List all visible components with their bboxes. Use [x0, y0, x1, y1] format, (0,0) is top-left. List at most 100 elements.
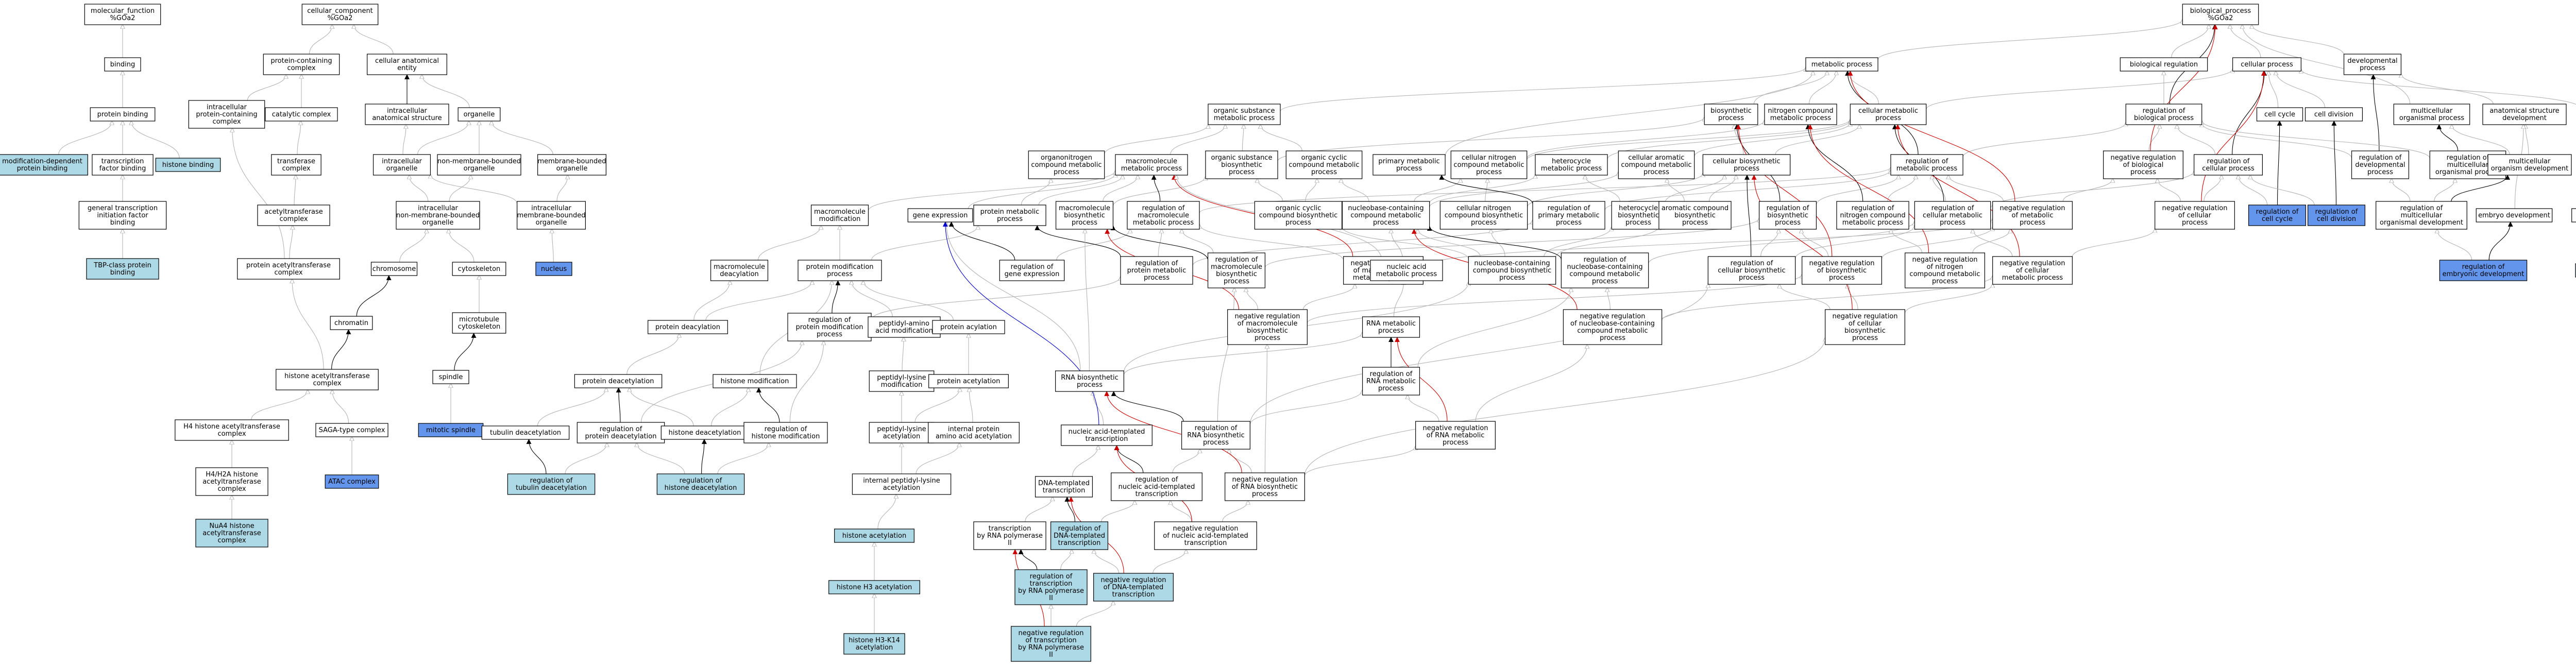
go-term-node[interactable]: histone acetylation [834, 528, 914, 543]
go-term-node[interactable]: tubulin deacetylation [481, 425, 570, 440]
go-term-node[interactable]: ATAC complex [325, 474, 379, 489]
go-term-node[interactable]: embryo development [2476, 208, 2553, 223]
go-term-node[interactable]: cell division [2304, 107, 2363, 122]
go-term-node[interactable]: chromatin organization [2571, 208, 2576, 223]
go-term-node[interactable]: protein deacylation [648, 320, 728, 334]
go-term-node[interactable]: cellular process [2232, 57, 2302, 72]
go-term-node[interactable]: biological regulation [2120, 57, 2208, 72]
go-term-node[interactable]: protein deacetylation [574, 374, 663, 388]
go-term-node[interactable]: regulation ofnucleobase-containingcompou… [1561, 252, 1649, 288]
go-term-node[interactable]: organelle [457, 107, 501, 122]
go-term-node[interactable]: nucleus [535, 262, 572, 276]
go-term-node[interactable]: catalytic complex [265, 107, 338, 122]
go-term-node[interactable]: SAGA-type complex [315, 423, 388, 437]
go-term-node[interactable]: protein acylation [932, 320, 1005, 334]
go-term-node[interactable]: mitotic spindle [418, 423, 484, 437]
go-term-node[interactable]: metabolic process [1805, 57, 1878, 72]
go-term-node[interactable]: histone binding [155, 158, 221, 172]
go-term-node[interactable]: regulation ofmacromoleculebiosyntheticpr… [1207, 252, 1266, 288]
go-term-node[interactable]: histone deacetylation [660, 425, 749, 440]
go-term-node[interactable]: cellular_component%GOa2 [301, 4, 379, 25]
go-term-node[interactable]: intracellularnon-membrane-boundedorganel… [396, 201, 480, 230]
go-term-node[interactable]: chromatin [330, 316, 373, 330]
go-term-node[interactable]: protein binding [90, 107, 156, 122]
go-term-node[interactable]: gene expression [907, 208, 973, 223]
